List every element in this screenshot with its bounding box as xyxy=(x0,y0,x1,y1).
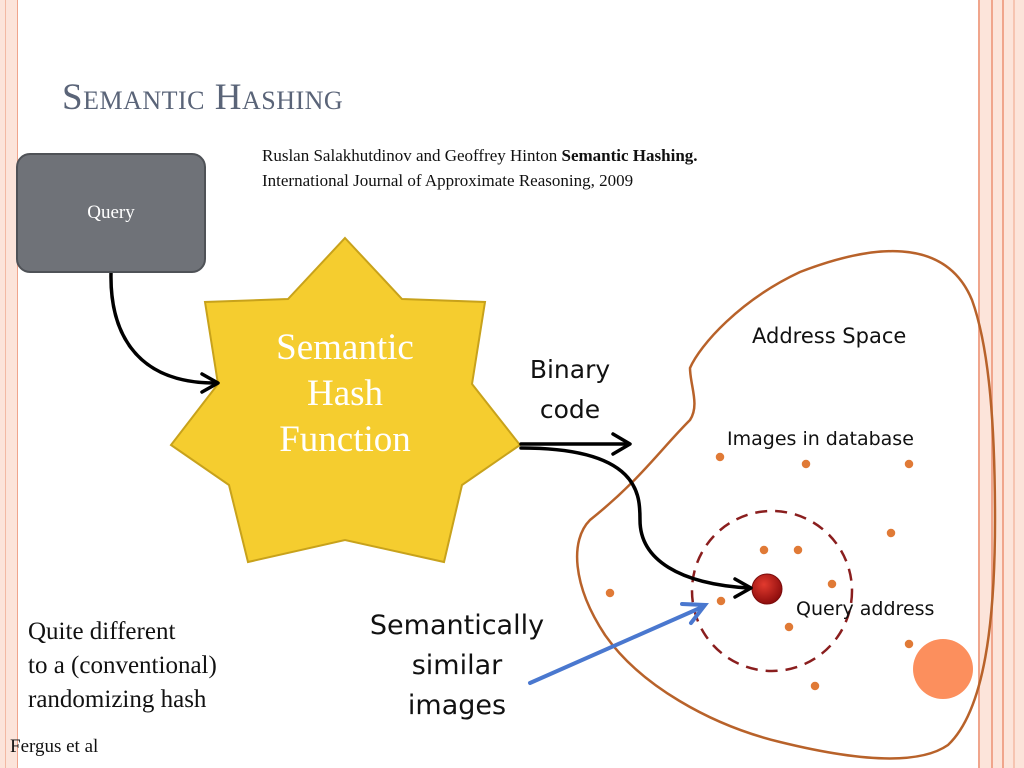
hash-function-line: Hash xyxy=(306,373,384,414)
note-line: randomizing hash xyxy=(28,686,207,713)
citation-paper-title: Semantic Hashing. xyxy=(561,146,698,165)
accent-circle xyxy=(913,639,973,699)
query-to-hash-arrow xyxy=(109,271,217,385)
similar-arrowhead xyxy=(680,602,709,625)
image-dot xyxy=(783,621,795,633)
hash-function-label: Semantic Hash Function xyxy=(230,325,460,463)
query-to-hash-arrowhead xyxy=(200,372,220,394)
note-line: Quite different xyxy=(28,618,176,645)
address-space-outline xyxy=(575,249,997,760)
similar-line: Semantically xyxy=(369,610,545,641)
similar-arrow-shaft xyxy=(528,606,702,685)
image-dot xyxy=(903,458,915,470)
similarity-radius-circle xyxy=(690,509,854,673)
right-border xyxy=(978,0,1024,768)
left-border xyxy=(0,0,18,768)
similar-line: similar xyxy=(411,650,503,681)
citation-authors: Ruslan Salakhutdinov and Geoffrey Hinton xyxy=(262,146,558,165)
hash-function-star xyxy=(169,236,522,564)
citation-line-1: Ruslan Salakhutdinov and Geoffrey Hinton… xyxy=(262,143,698,168)
image-dot xyxy=(758,544,770,556)
image-dot xyxy=(800,458,812,470)
binary-code-line: Binary xyxy=(529,355,611,384)
database-image-dots xyxy=(604,451,915,692)
credit: Fergus et al xyxy=(10,736,99,757)
citation-venue: International Journal of Approximate Rea… xyxy=(262,171,634,190)
image-dot xyxy=(792,544,804,556)
address-space-label: Address Space xyxy=(752,324,907,348)
query-address-dot xyxy=(751,573,783,605)
slide-title: Semantic Hashing xyxy=(62,77,344,118)
image-dot xyxy=(715,595,727,607)
arrows xyxy=(109,271,753,599)
image-dot xyxy=(714,451,726,463)
query-box: Query xyxy=(16,153,206,273)
images-in-database-label: Images in database xyxy=(727,428,914,450)
hash-function-line: Function xyxy=(279,419,411,460)
binary-code-label: Binary code xyxy=(515,350,625,430)
similar-images-arrow xyxy=(528,602,709,685)
citation: Ruslan Salakhutdinov and Geoffrey Hinton… xyxy=(262,143,698,193)
image-dot xyxy=(604,587,616,599)
hash-to-query-address-arrowhead xyxy=(733,577,753,599)
similar-line: images xyxy=(407,690,507,721)
image-dot xyxy=(885,527,897,539)
binary-code-line: code xyxy=(539,395,601,424)
image-dot xyxy=(809,680,821,692)
hash-to-query-address-arrow xyxy=(519,446,751,590)
hash-function-line: Semantic xyxy=(276,327,414,368)
image-dot xyxy=(903,638,915,650)
note-line: to a (conventional) xyxy=(28,652,217,679)
semantically-similar-label: Semantically similar images xyxy=(362,606,552,726)
binary-code-arrowhead xyxy=(611,432,632,456)
comparison-note: Quite different to a (conventional) rand… xyxy=(28,615,217,717)
image-dot xyxy=(826,578,838,590)
query-address-label: Query address xyxy=(796,598,935,620)
